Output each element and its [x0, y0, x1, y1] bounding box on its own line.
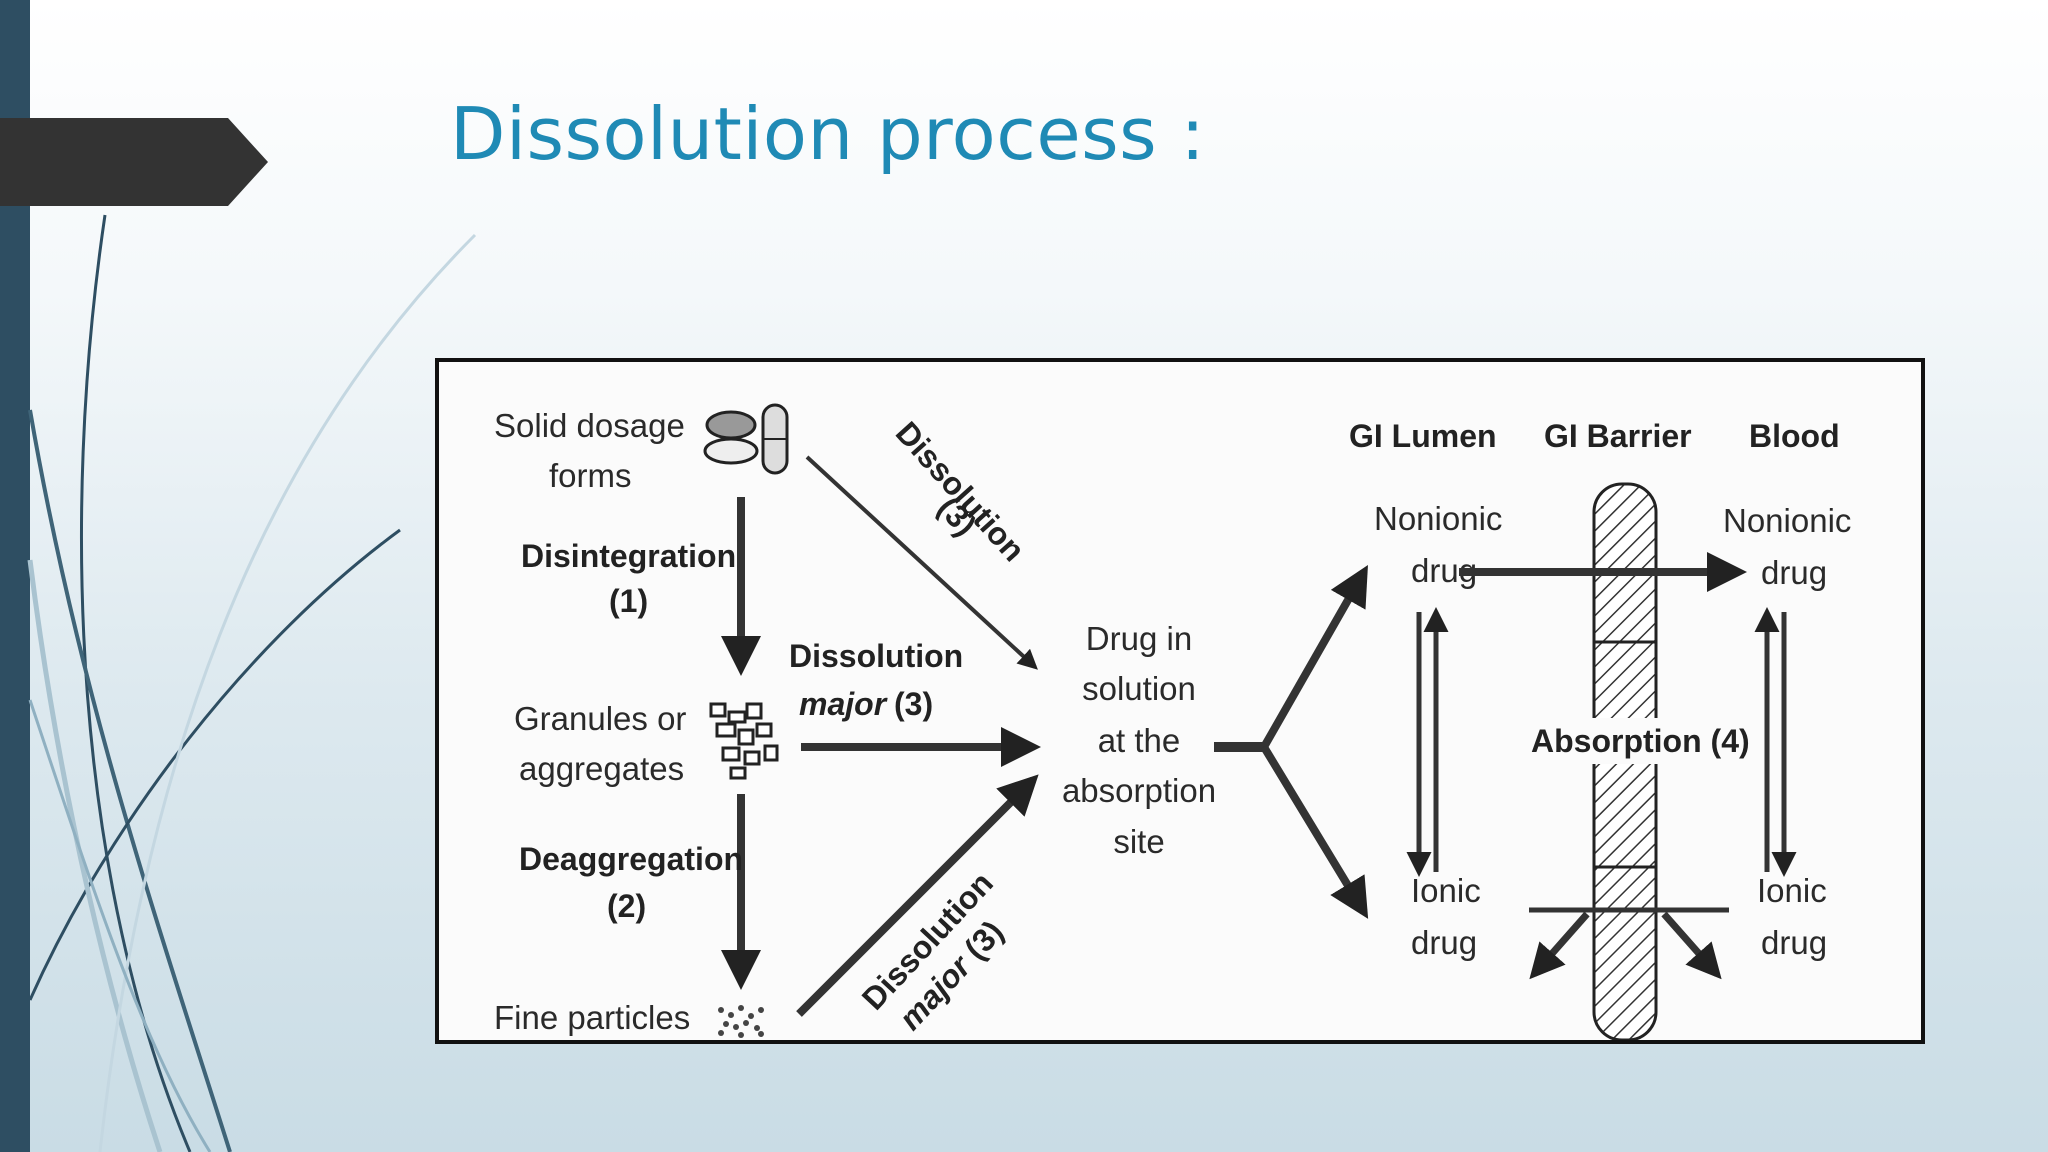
label-deaggregation-step: (2)	[607, 888, 646, 924]
svg-text:solution: solution	[1082, 670, 1196, 707]
arrow-dissolution-direct	[805, 455, 1038, 670]
dissolution-diagram: Solid dosage forms Disintegration (1) Gr…	[494, 403, 1851, 1040]
granules-icon	[709, 702, 779, 780]
svg-text:at the: at the	[1098, 722, 1181, 759]
label-ionic-lumen-1: Ionic	[1411, 872, 1481, 909]
absorption-label-bg	[1529, 718, 1714, 764]
arrow-to-ionic	[1260, 744, 1369, 919]
label-ionic-blood-2: drug	[1761, 924, 1827, 961]
fine-particles-icon	[718, 1005, 764, 1038]
header-gi-barrier: GI Barrier	[1544, 418, 1692, 454]
label-absorption: Absorption (4)	[1531, 723, 1750, 759]
label-dissolution-mid: Dissolution	[789, 638, 963, 674]
decorative-swooshes	[27, 214, 477, 1152]
label-disintegration-step: (1)	[609, 583, 648, 619]
label-dissolution-mid-major: major	[799, 686, 888, 722]
header-blood: Blood	[1749, 418, 1840, 454]
arrow-ionic-reflect-left	[1529, 911, 1590, 980]
arrow-to-nonionic	[1260, 565, 1368, 749]
label-nonionic-blood-2: drug	[1761, 554, 1827, 591]
label-granules-2: aggregates	[519, 750, 684, 787]
tablet-capsule-icon	[703, 403, 789, 475]
label-dissolution-mid-step: (3)	[894, 686, 933, 722]
title-pointer-tab	[0, 118, 268, 206]
svg-text:site: site	[1113, 823, 1164, 860]
header-gi-lumen: GI Lumen	[1349, 418, 1497, 454]
label-nonionic-lumen-1: Nonionic	[1374, 500, 1502, 537]
label-deaggregation: Deaggregation	[519, 841, 743, 877]
label-nonionic-blood-1: Nonionic	[1723, 502, 1851, 539]
svg-text:Drug in: Drug in	[1086, 620, 1192, 657]
label-drug-in-solution: Drug in solution at the absorption site	[1062, 620, 1216, 860]
label-solid-dosage-forms-1: Solid dosage	[494, 407, 685, 444]
label-ionic-lumen-2: drug	[1411, 924, 1477, 961]
svg-text:absorption: absorption	[1062, 772, 1216, 809]
label-granules-1: Granules or	[514, 700, 686, 737]
label-fine-particles: Fine particles	[494, 999, 690, 1036]
label-disintegration: Disintegration	[521, 538, 736, 574]
arrow-dissolution-fine	[796, 774, 1039, 1017]
label-solid-dosage-forms-2: forms	[549, 457, 632, 494]
slide-title: Dissolution process :	[450, 92, 1206, 176]
dissolution-diagram-frame: Solid dosage forms Disintegration (1) Gr…	[435, 358, 1925, 1044]
label-ionic-blood-1: Ionic	[1757, 872, 1827, 909]
arrow-ionic-reflect-right	[1661, 911, 1722, 980]
